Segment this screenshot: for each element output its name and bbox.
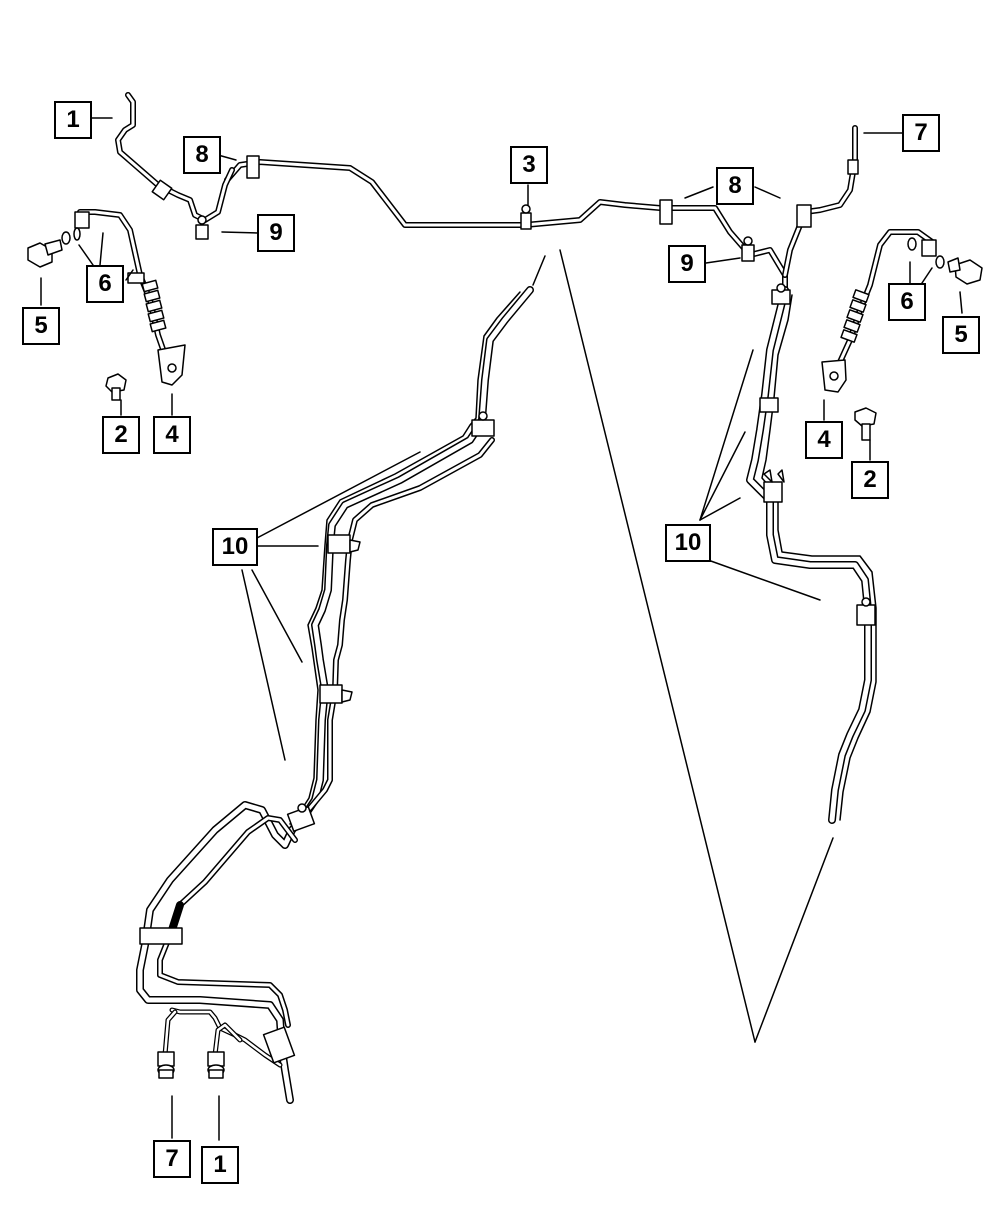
rear-tube-clips-right bbox=[759, 283, 876, 626]
callout-10-left: 10 bbox=[212, 528, 258, 566]
callout-2-right: 2 bbox=[851, 461, 889, 499]
callout-9-left: 9 bbox=[257, 214, 295, 252]
callout-1-bottom: 1 bbox=[201, 1146, 239, 1184]
right-banjo-bolt bbox=[907, 237, 983, 285]
detail-pointer-lines bbox=[532, 249, 834, 1043]
front-left-tube bbox=[115, 92, 235, 223]
callout-8-right: 8 bbox=[716, 167, 754, 205]
callout-leaders bbox=[40, 117, 963, 1141]
callout-5-left: 5 bbox=[22, 307, 60, 345]
rear-tube-clips-left bbox=[139, 411, 495, 1064]
callout-8-left: 8 bbox=[183, 136, 221, 174]
left-brake-hose bbox=[74, 209, 186, 386]
rear-tube-bundle-right bbox=[746, 286, 877, 824]
callout-10-right: 10 bbox=[665, 524, 711, 562]
tube-clips-top bbox=[195, 155, 755, 262]
main-cross-tube-inner bbox=[225, 160, 787, 292]
right-brake-hose bbox=[821, 229, 937, 393]
front-right-tube bbox=[782, 125, 859, 278]
left-bracket-bolt bbox=[105, 373, 127, 401]
callout-6-left: 6 bbox=[86, 265, 124, 303]
rear-tube-bundle-left bbox=[136, 286, 534, 1104]
rear-fittings bbox=[157, 1051, 225, 1079]
callout-5-right: 5 bbox=[942, 316, 980, 354]
callout-7-top: 7 bbox=[902, 114, 940, 152]
callout-7-bottom: 7 bbox=[153, 1140, 191, 1178]
callout-6-right: 6 bbox=[888, 283, 926, 321]
callout-4-left: 4 bbox=[153, 416, 191, 454]
left-banjo-bolt bbox=[27, 227, 81, 268]
callout-1-top: 1 bbox=[54, 101, 92, 139]
callout-4-right: 4 bbox=[805, 421, 843, 459]
callout-2-left: 2 bbox=[102, 416, 140, 454]
right-bracket-bolt bbox=[854, 407, 877, 441]
callout-9-right: 9 bbox=[668, 245, 706, 283]
callout-3: 3 bbox=[510, 146, 548, 184]
